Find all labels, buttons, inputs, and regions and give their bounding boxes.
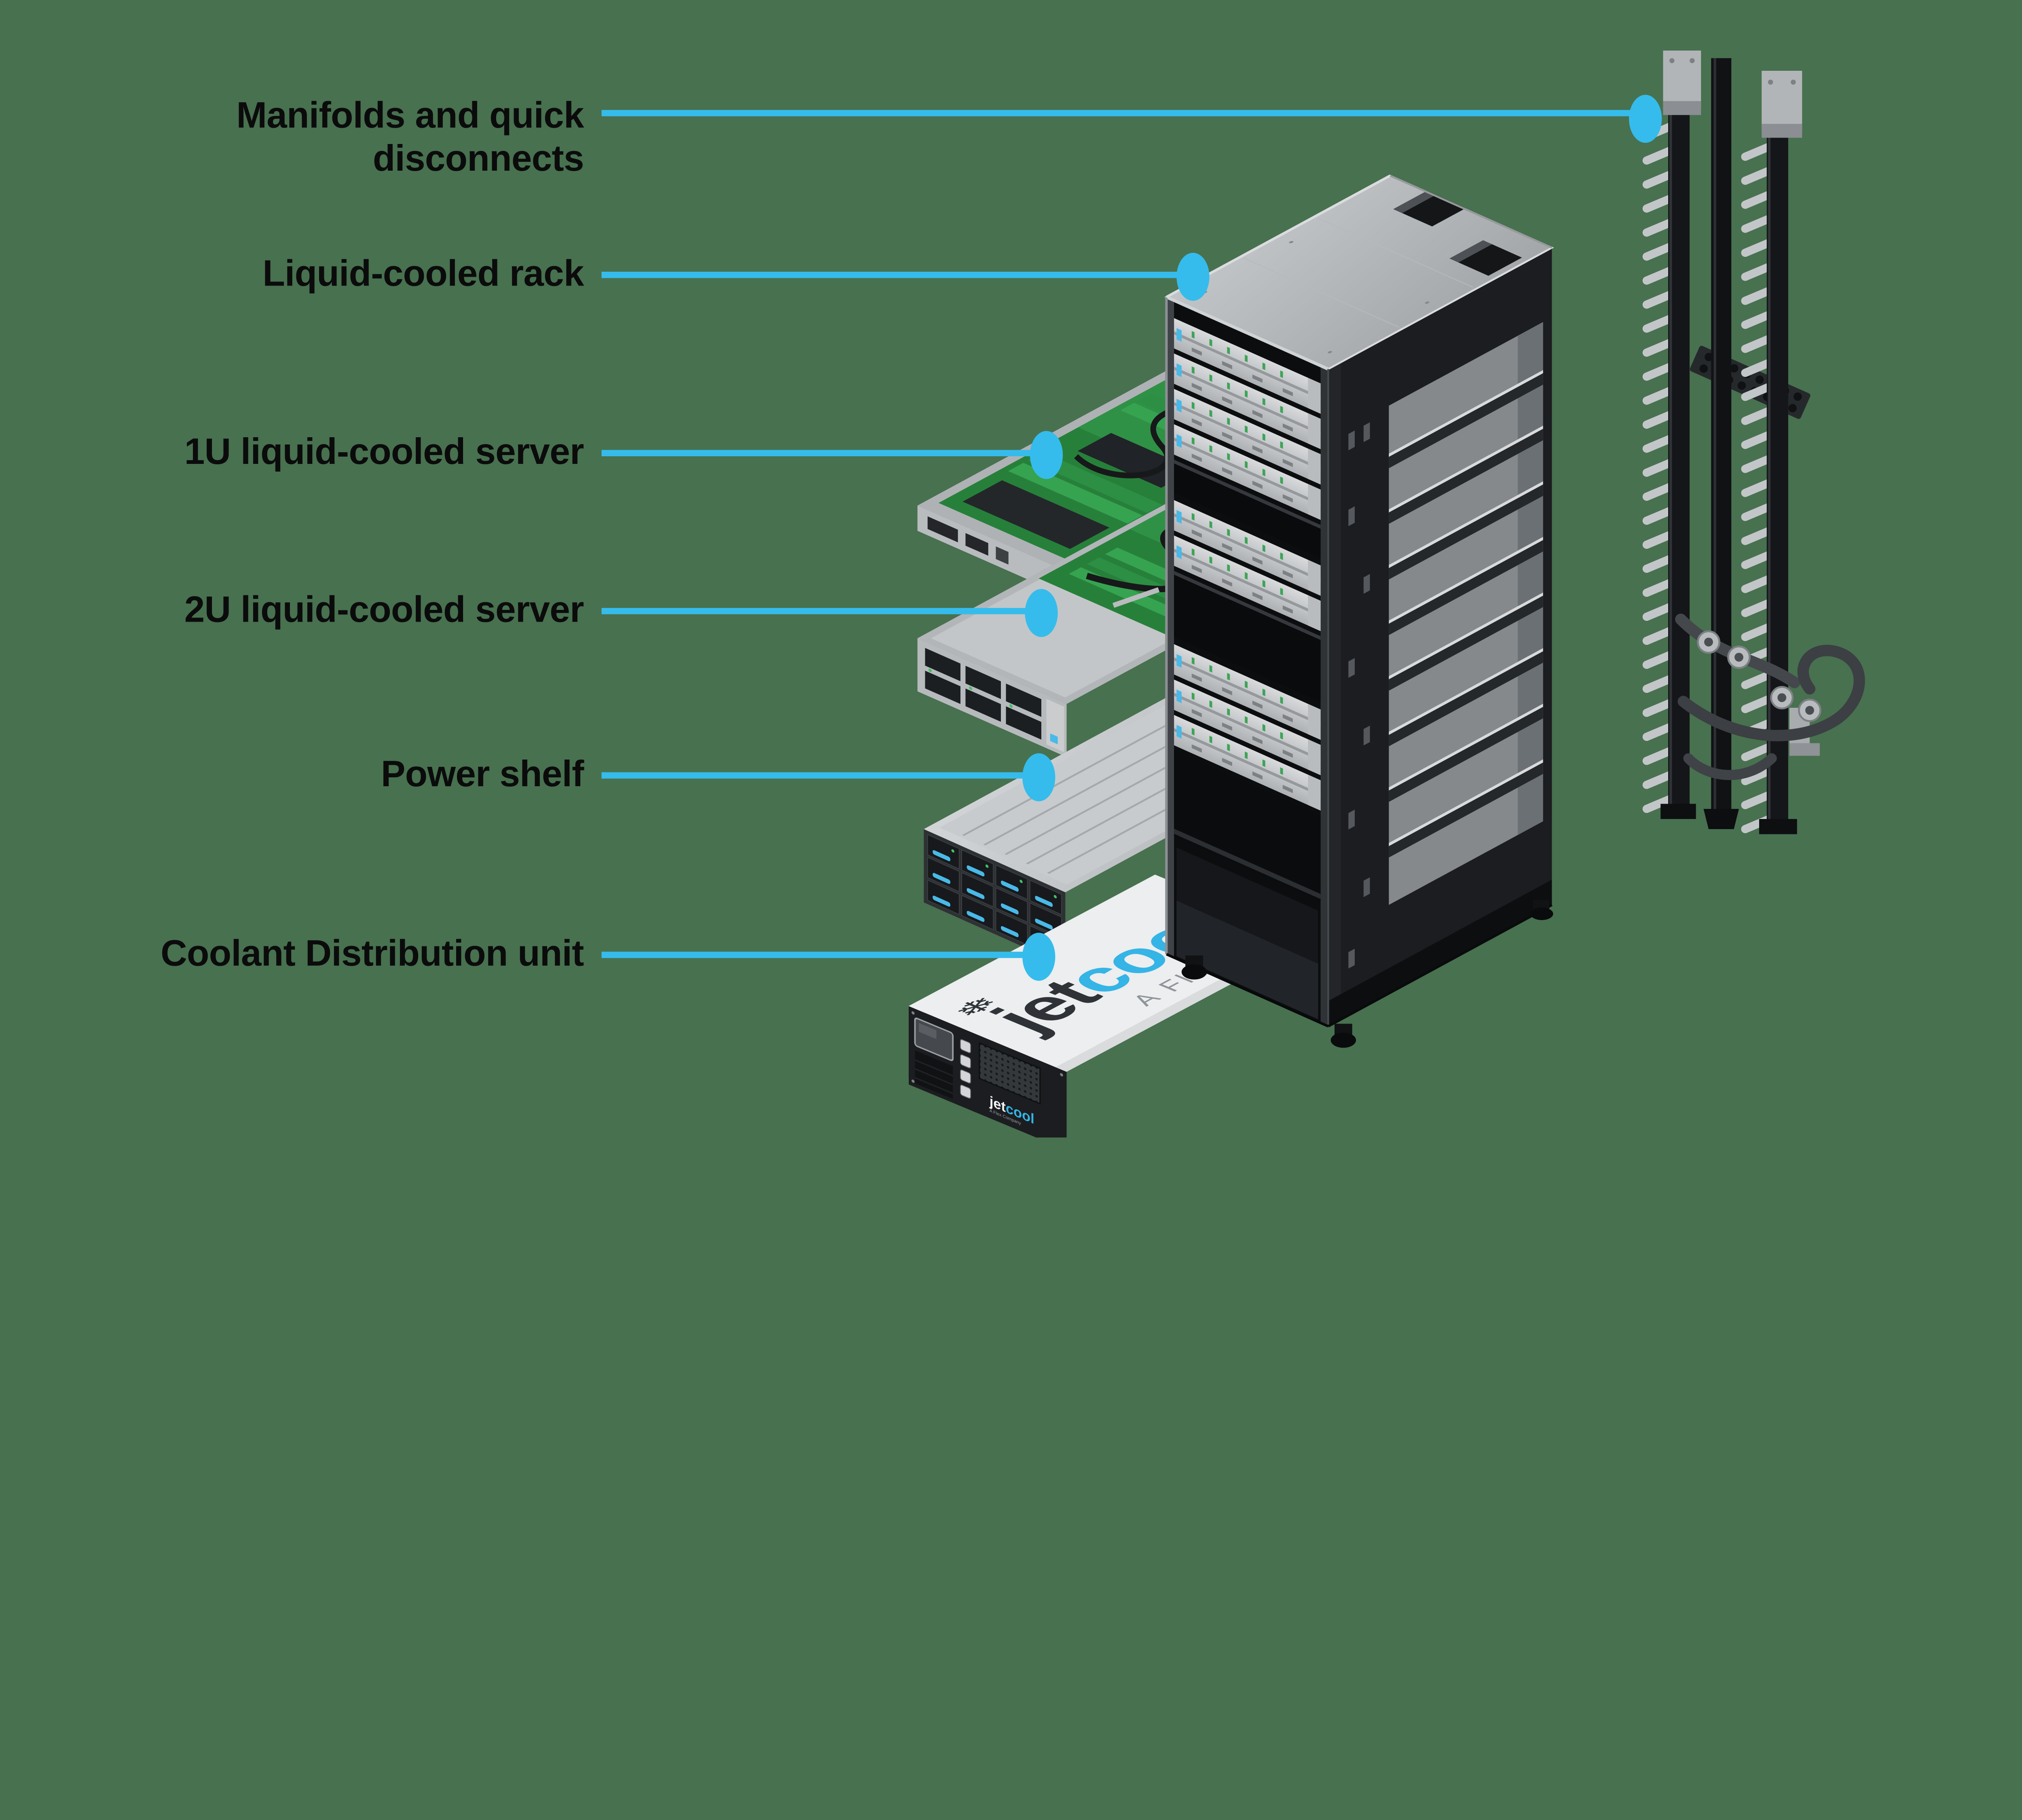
cdu-vent-grille — [979, 1042, 1041, 1105]
manifold-center-rail — [1703, 58, 1739, 829]
rack-front-contents — [1166, 297, 1328, 1026]
rack-side-opening — [1389, 322, 1543, 905]
callout-label-server-2u: 2U liquid-cooled server — [184, 590, 584, 631]
cdu-buttons — [960, 1039, 971, 1099]
rack-top-details — [1203, 191, 1522, 353]
rack-casters — [1181, 900, 1553, 1048]
manifold-strap — [1690, 345, 1810, 419]
quick-disconnect-fittings-right — [1741, 142, 1774, 834]
callout-dot-manifolds — [1629, 95, 1662, 143]
callout-line-power-shelf — [601, 772, 1026, 779]
manifold-assembly — [1642, 51, 1865, 834]
callout-label-manifolds: Manifolds and quick disconnects — [236, 96, 584, 180]
callout-dot-cdu — [1022, 933, 1055, 981]
callout-line-rack — [601, 271, 1180, 278]
callout-line-manifolds — [601, 110, 1633, 116]
rack-frame-edges — [1165, 174, 1552, 1028]
psu-modules — [927, 834, 1062, 961]
cdu-front-panel: jetcool A Flex Company — [908, 1006, 1067, 1138]
rack-slot-2u — [1174, 571, 1321, 702]
callout-label-power-shelf: Power shelf — [381, 754, 584, 795]
rack-slot-1u — [1174, 459, 1321, 558]
rack — [1164, 174, 1554, 1048]
diagram-stage: jetcool A Flex Company ❄ jetcool A Flex … — [161, 5, 2022, 1138]
rack-slot-power-shelf — [1174, 750, 1321, 902]
callout-dot-server-1u — [1030, 431, 1063, 479]
quick-disconnect-fittings-left — [1642, 122, 1675, 813]
cdu-speaker-mesh — [915, 1050, 953, 1099]
power-shelf-front — [924, 829, 1066, 966]
callout-line-server-2u — [601, 608, 1029, 614]
rack-right-contents — [1328, 322, 1552, 1026]
callout-dot-power-shelf — [1022, 753, 1055, 802]
server-2u-front-bezel — [917, 638, 1067, 757]
manifold-left — [1642, 51, 1701, 819]
callout-dot-server-2u — [1025, 589, 1058, 637]
hose-flange-fittings — [1697, 630, 1821, 722]
callout-label-server-1u: 1U liquid-cooled server — [184, 432, 584, 473]
callout-line-cdu — [601, 952, 1026, 958]
callout-dot-rack — [1176, 253, 1210, 301]
callout-line-server-1u — [601, 450, 1034, 457]
callout-label-cdu: Coolant Distribution unit — [161, 934, 584, 975]
callout-label-rack: Liquid-cooled rack — [262, 254, 584, 295]
